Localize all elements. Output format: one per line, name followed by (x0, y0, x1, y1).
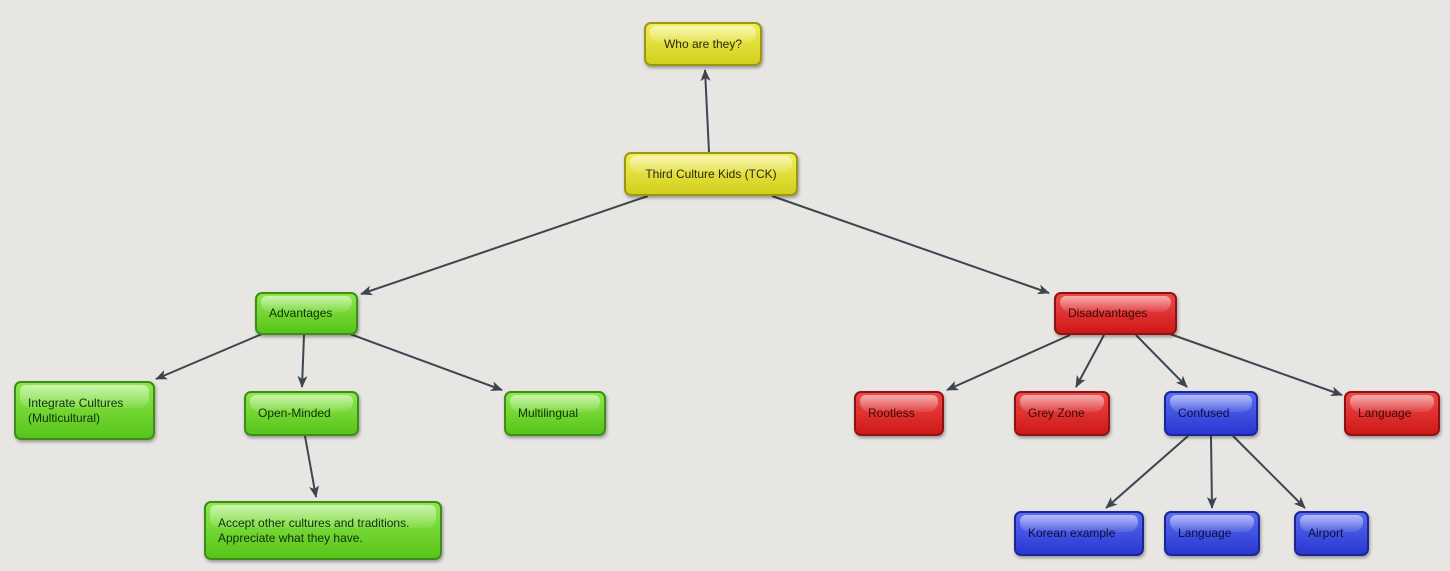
node-rootless[interactable]: Rootless (854, 391, 944, 436)
node-label: Who are they? (663, 36, 743, 51)
node-who-are-they[interactable]: Who are they? (644, 22, 762, 66)
node-language-confused[interactable]: Language (1164, 511, 1260, 556)
node-confused[interactable]: Confused (1164, 391, 1258, 436)
node-grey-zone[interactable]: Grey Zone (1014, 391, 1110, 436)
node-label: Rootless (868, 406, 915, 420)
node-label: Confused (1178, 406, 1230, 420)
edge-adv-to-open (297, 334, 308, 388)
edge-adv-to-integrate (155, 333, 263, 380)
edge-tck-to-who (700, 69, 711, 153)
edge-confused-to-airport (1232, 435, 1306, 509)
edge-adv-to-multi (349, 333, 503, 391)
node-label: Language (1178, 526, 1232, 540)
edge-confused-to-korean (1105, 435, 1189, 509)
node-korean-example[interactable]: Korean example (1014, 511, 1144, 556)
node-multilingual[interactable]: Multilingual (504, 391, 606, 436)
node-label: Accept other cultures and traditions. Ap… (218, 515, 410, 545)
node-airport[interactable]: Airport (1294, 511, 1369, 556)
node-label: Integrate Cultures (Multicultural) (28, 395, 124, 425)
node-disadvantages[interactable]: Disadvantages (1054, 292, 1177, 335)
node-label: Third Culture Kids (TCK) (645, 166, 777, 181)
node-language-disadvantage[interactable]: Language (1344, 391, 1440, 436)
edge-dis-to-lang1 (1169, 333, 1343, 397)
node-label: Airport (1308, 526, 1344, 540)
node-accept-other-cultures[interactable]: Accept other cultures and traditions. Ap… (204, 501, 442, 560)
edge-tck-to-adv (360, 195, 649, 296)
node-label: Multilingual (518, 406, 579, 420)
edge-tck-to-dis (771, 195, 1050, 295)
node-integrate-cultures[interactable]: Integrate Cultures (Multicultural) (14, 381, 155, 440)
node-label: Open-Minded (258, 406, 331, 420)
edge-open-to-accept (304, 435, 319, 498)
node-advantages[interactable]: Advantages (255, 292, 358, 335)
node-label: Grey Zone (1028, 406, 1085, 420)
node-label: Disadvantages (1068, 306, 1148, 320)
edge-dis-to-rootless (946, 334, 1071, 391)
node-third-culture-kids[interactable]: Third Culture Kids (TCK) (624, 152, 798, 196)
edge-dis-to-confused (1135, 334, 1188, 388)
node-label: Advantages (269, 306, 333, 320)
node-label: Language (1358, 406, 1412, 420)
node-label: Korean example (1028, 526, 1116, 540)
edge-dis-to-grey (1075, 334, 1105, 388)
node-open-minded[interactable]: Open-Minded (244, 391, 359, 436)
edge-confused-to-lang2 (1206, 435, 1217, 509)
